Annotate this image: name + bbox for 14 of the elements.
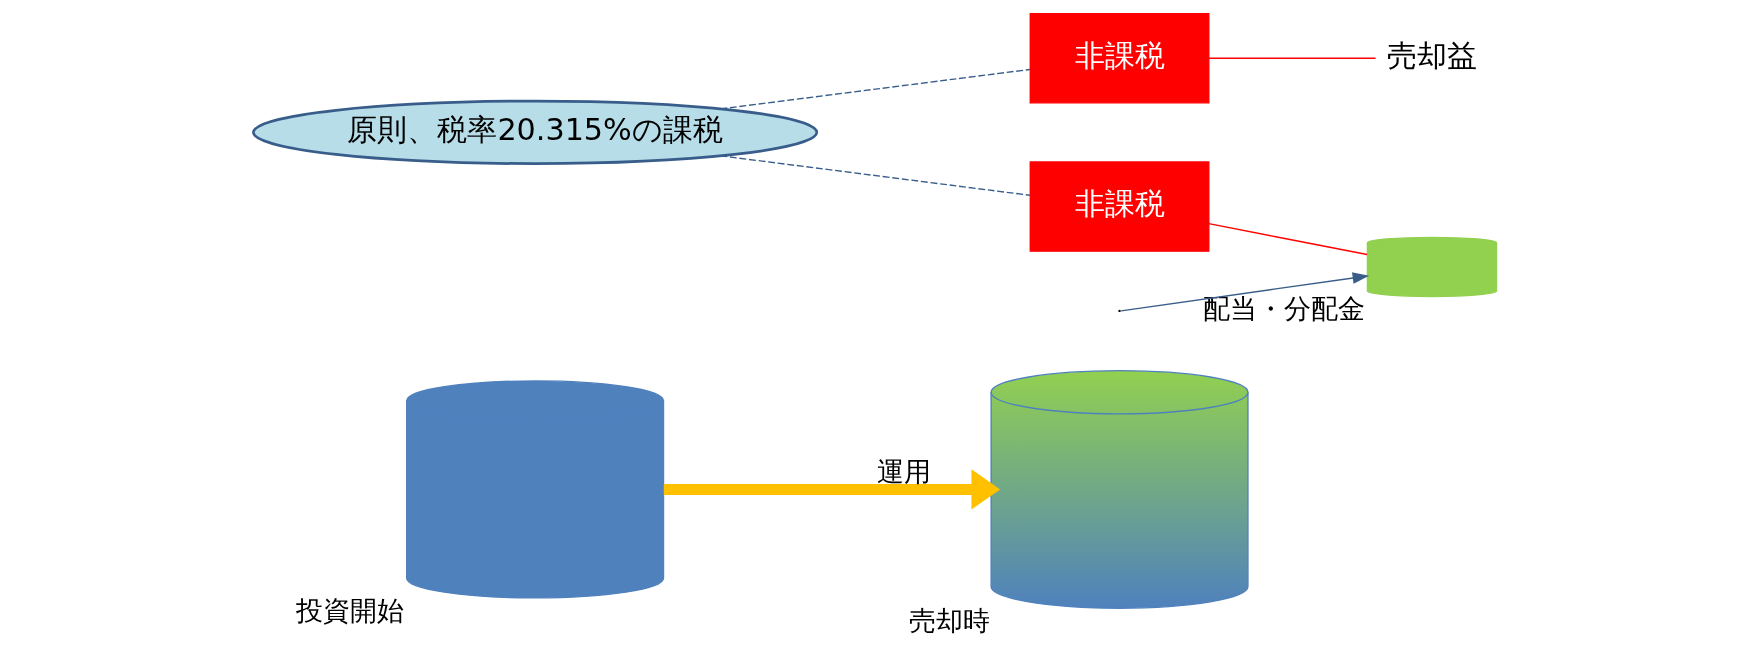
connector [719,68,1031,110]
edge-label: 運用 [876,456,931,488]
node-ellipse: 原則、税率20.315%の課税 [252,99,819,165]
connector [1208,57,1377,59]
node-label: 配当・分配金 [1202,293,1365,325]
node-text: 売却益 [1386,37,1477,73]
node-box: 非課税 [1029,161,1210,252]
arrow [663,469,1001,510]
connector [1208,223,1368,256]
node-label: 投資開始 [296,594,405,626]
arrow [1120,272,1370,312]
node-label: 売却時 [908,605,990,637]
node-box: 非課税 [1029,12,1210,104]
connector [719,155,1031,196]
